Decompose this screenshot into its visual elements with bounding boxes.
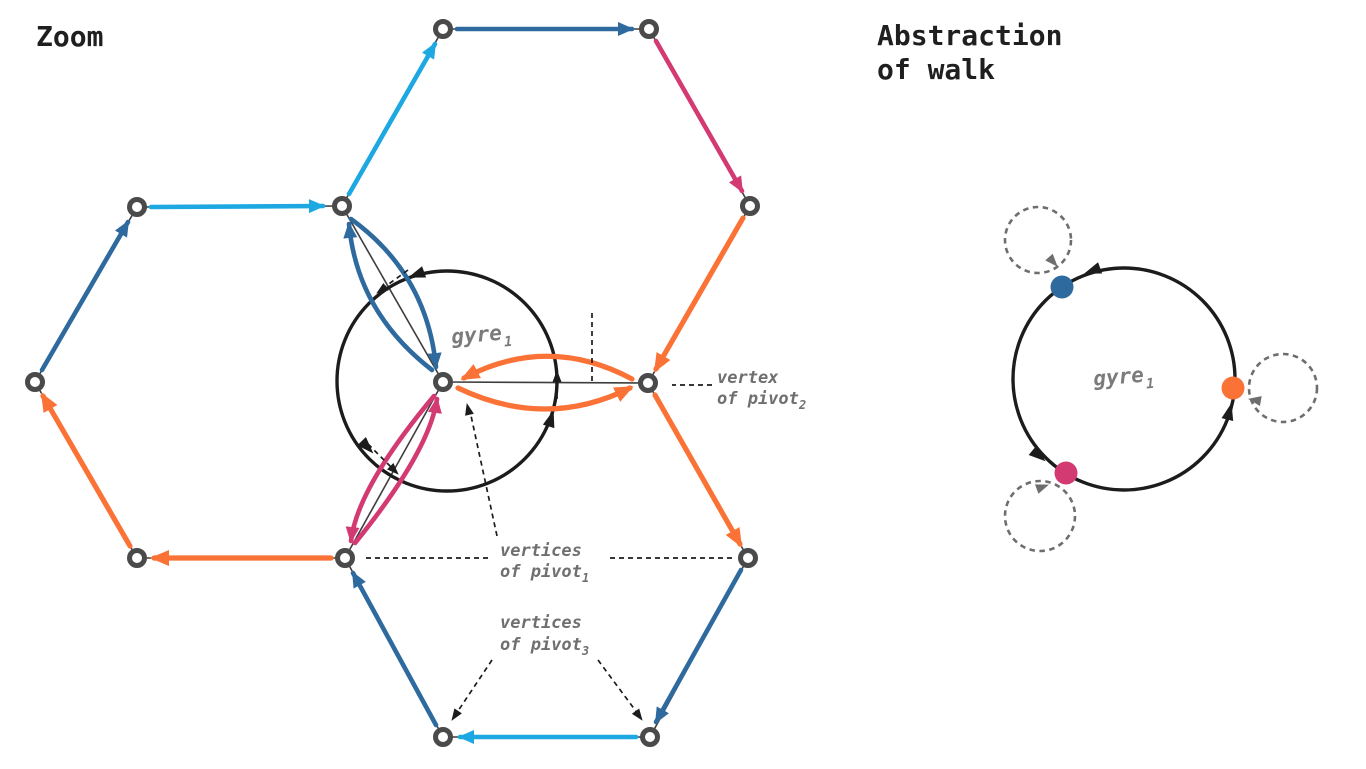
gyre-label: gyre [450, 321, 502, 349]
abstract-node-blue [1050, 275, 1074, 299]
gyre-arrow-icon [542, 410, 555, 429]
walk-edge-orange [653, 215, 746, 373]
pivot3-label-line1: vertices [500, 613, 582, 633]
lattice-edge [442, 381, 649, 384]
pivot3-label-line2: of pivot [500, 635, 582, 655]
abstraction-title-line2: of walk [877, 53, 995, 86]
walk-edge-orange [652, 392, 743, 548]
graph-node-pivot3-vertex [433, 727, 453, 747]
walk-edge-blue [350, 570, 439, 728]
leader-line-pink-lens [367, 443, 394, 470]
pivot2-label-line2: of pivot [717, 389, 799, 409]
abstract-node-orange [1221, 376, 1245, 400]
graph-nodes [25, 19, 760, 747]
graph-node-pivot1-vertex [335, 548, 355, 568]
zoom-panel-title: Zoom [36, 20, 103, 53]
graph-node-pivot1-vertex [738, 548, 758, 568]
abstraction-panel: Abstraction of walk gyre 1 [877, 19, 1319, 553]
leader-arrow-icon [465, 403, 474, 416]
pivot-lens-pink-arc [352, 396, 442, 546]
leader-arrow-icon [451, 708, 462, 721]
walk-edge-blue [653, 567, 744, 725]
self-loop-arrow-icon [1248, 396, 1262, 407]
lattice-edge [341, 205, 444, 383]
graph-node-pivot3-vertex [640, 727, 660, 747]
graph-node-center [433, 372, 453, 392]
gyre-arrow-icon [1221, 403, 1234, 422]
gyre-arrow-icon [1084, 262, 1103, 274]
pivot-lens-pink-arc [345, 393, 437, 544]
pivot-lens-blue-arc [348, 216, 442, 370]
leader-line-pivot1-center [469, 410, 498, 537]
gyre-arrow-icon [357, 437, 374, 454]
walk-edge-pink [653, 38, 745, 194]
graph-node [639, 19, 659, 39]
leader-arrow-icon [552, 370, 562, 382]
gyre-label-sub: 1 [503, 334, 513, 351]
abstraction-title-line1: Abstraction [877, 19, 1062, 52]
pivot3-label-sub: 3 [581, 644, 589, 658]
zoom-labels: gyre 1 vertex of pivot 2 vertices of piv… [450, 321, 806, 658]
self-loops [1003, 205, 1319, 553]
self-loop-arrow-icon [1035, 484, 1049, 494]
abstract-node-pink [1054, 461, 1078, 485]
leader-arrow-icon [631, 708, 643, 721]
walk-arrows [39, 22, 746, 744]
pivot2-label-line1: vertex [717, 368, 779, 388]
self-loop-arrow-icon [1045, 253, 1058, 267]
pivot-lens-orange-arc [455, 385, 634, 412]
self-loop-orange [1247, 352, 1319, 424]
zoom-panel: Zoom [25, 19, 806, 747]
gyre-arrow-icon [408, 266, 427, 278]
graph-node [25, 372, 45, 392]
annotation-leaders [362, 269, 734, 721]
leader-line-pivot3-left [455, 659, 493, 715]
walk-edge-cyan [148, 199, 326, 214]
walk-edge-blue [39, 219, 131, 373]
graph-node [332, 196, 352, 216]
pivot-lens-orange-arc [460, 353, 635, 382]
graph-node [740, 196, 760, 216]
pivot-lens-blue-arc [343, 221, 435, 373]
self-loop-blue [1003, 205, 1073, 275]
leader-arrow-icon [387, 463, 399, 475]
pivot-lenses [343, 216, 635, 546]
pivot2-label-sub: 2 [798, 398, 806, 412]
walk-edge-orange [40, 392, 133, 549]
graph-node [433, 19, 453, 39]
pivot1-label-sub: 1 [582, 571, 589, 585]
walk-edge-cyan [346, 41, 438, 197]
pivot1-label-line1: vertices [500, 541, 582, 561]
gyre-arrow-icon [1028, 445, 1046, 462]
graph-node [127, 197, 147, 217]
leader-arrow-icon [376, 283, 389, 294]
abstract-gyre-label-sub: 1 [1145, 376, 1155, 393]
abstract-gyre-label: gyre [1092, 363, 1144, 391]
leader-line-pivot3-right [597, 659, 639, 715]
pivot1-label-line2: of pivot [500, 562, 582, 582]
graph-node-pivot2-vertex [638, 373, 658, 393]
self-loop-pink [1003, 479, 1077, 553]
graph-node [127, 548, 147, 568]
